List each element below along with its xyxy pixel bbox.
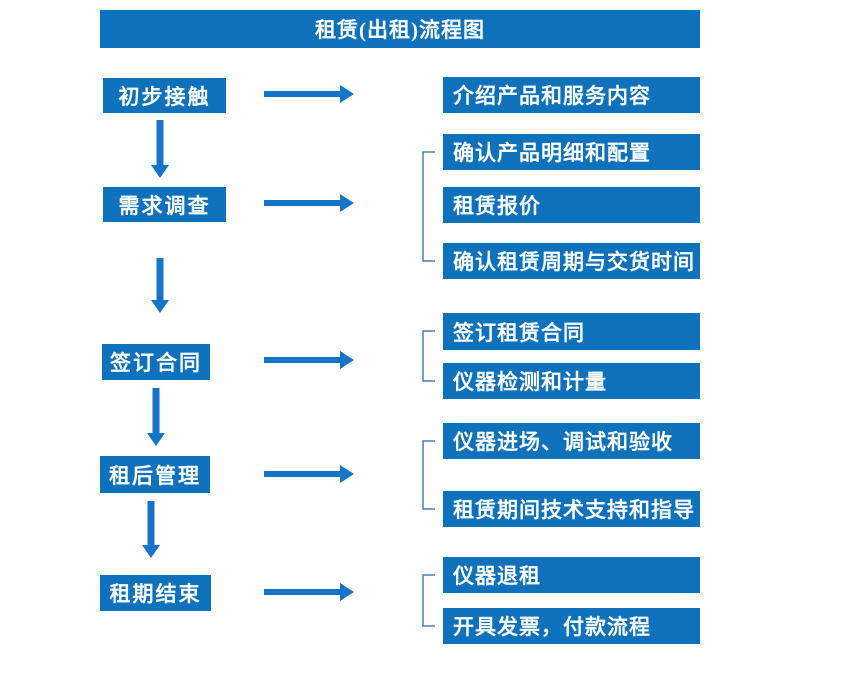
arrow-right-row1-icon [264,85,354,103]
detail-box-instrument-return: 仪器退租 [443,557,700,593]
detail-box-introduce-products: 介绍产品和服务内容 [443,77,700,113]
stage-box-needs-survey: 需求调查 [103,187,226,222]
detail-box-instrument-testing: 仪器检测和计量 [443,363,700,399]
stage-box-initial-contact: 初步接触 [103,78,226,113]
group-bracket-needs-survey [422,151,435,262]
detail-box-rental-quotation: 租赁报价 [443,187,700,223]
stage-box-rental-end: 租期结束 [100,575,211,611]
arrow-right-row2-icon [264,194,354,212]
arrow-down-4-icon [142,501,160,558]
arrow-down-2-icon [151,258,169,313]
detail-label: 确认产品明细和配置 [453,141,651,165]
detail-box-sign-rental-contract: 签订租赁合同 [443,313,700,350]
stage-label: 需求调查 [118,193,211,218]
group-bracket-post-rental [422,440,435,510]
detail-label: 确认租赁周期与交货时间 [453,250,695,274]
detail-label: 介绍产品和服务内容 [453,84,651,108]
arrow-right-row3-icon [264,351,354,369]
stage-label: 租期结束 [109,582,202,606]
stage-box-post-rental-management: 租后管理 [100,456,210,493]
detail-label: 租赁期间技术支持和指导 [453,498,695,522]
detail-label: 仪器检测和计量 [453,370,607,394]
detail-label: 仪器进场、调试和验收 [453,430,673,454]
detail-box-instrument-arrival: 仪器进场、调试和验收 [443,423,700,459]
detail-box-confirm-period-delivery: 确认租赁周期与交货时间 [443,243,700,279]
detail-box-invoice-payment: 开具发票，付款流程 [443,608,700,644]
arrow-down-3-icon [147,388,165,446]
arrow-down-1-icon [151,120,169,178]
detail-label: 签订租赁合同 [453,320,585,345]
group-bracket-rental-end [422,574,435,627]
chart-title-bar: 租赁(出租)流程图 [100,10,700,48]
arrow-right-row4-icon [264,465,354,483]
chart-title: 租赁(出租)流程图 [315,18,485,42]
stage-box-sign-contract: 签订合同 [102,344,210,380]
detail-box-technical-support: 租赁期间技术支持和指导 [443,491,700,527]
group-bracket-sign-contract [422,330,435,382]
stage-label: 租后管理 [109,463,201,488]
detail-label: 开具发票，付款流程 [453,615,651,639]
detail-label: 租赁报价 [453,194,541,218]
detail-box-confirm-product-details: 确认产品明细和配置 [443,134,700,170]
stage-label: 签订合同 [110,351,202,375]
arrow-right-row5-icon [264,583,354,601]
stage-label: 初步接触 [118,84,211,109]
detail-label: 仪器退租 [453,564,541,588]
